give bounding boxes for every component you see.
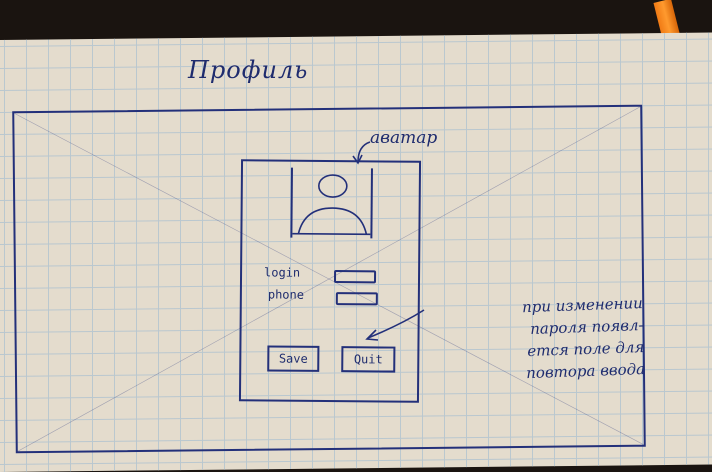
avatar[interactable] (290, 167, 373, 239)
annotation-note: при изменении пароля появл- ется поле дл… (413, 292, 646, 388)
avatar-caption: аватар (370, 128, 438, 148)
pointer-arrow-icon (365, 309, 425, 341)
frame-cross-lines (14, 106, 644, 452)
login-label: login (264, 265, 301, 280)
browser-window-frame (12, 104, 646, 454)
phone-label: phone (267, 287, 305, 302)
phone-input[interactable] (335, 292, 378, 306)
login-input[interactable] (333, 270, 377, 284)
profile-screen: login phone Save Quit (238, 159, 422, 403)
quit-button[interactable]: Quit (341, 346, 396, 373)
arrow-icon (352, 141, 371, 165)
save-button[interactable]: Save (267, 345, 320, 372)
page-title: Профиль (188, 56, 309, 84)
user-icon (292, 174, 371, 236)
